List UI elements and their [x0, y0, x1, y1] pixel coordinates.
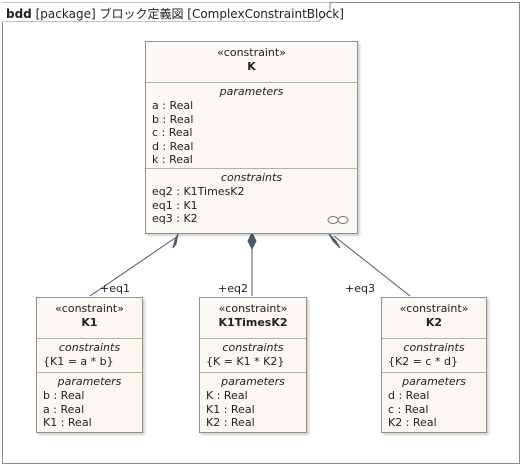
block-name: K1TimesK2 — [218, 316, 288, 329]
compartment-title: constraints — [220, 171, 283, 184]
parameter-item: a : Real — [152, 99, 194, 112]
compartment-title: parameters — [219, 85, 284, 98]
role-eq1: +eq1 — [100, 282, 130, 295]
infinity-icon — [327, 216, 349, 224]
block-name: K1 — [81, 316, 98, 329]
connector-eq1 — [89, 235, 179, 297]
parameter-item: K1 : Real — [43, 416, 92, 429]
role-eq2: +eq2 — [218, 282, 248, 295]
block-header: «constraint» K1TimesK2 — [200, 298, 306, 338]
composition-diamond-eq1 — [172, 233, 179, 249]
block-stereotype: «constraint» — [399, 302, 469, 315]
parameter-item: k : Real — [152, 153, 193, 166]
constraints-compartment: constraints eq2 : K1TimesK2 eq1 : K1 eq3… — [146, 168, 357, 230]
block-header: «constraint» K2 — [382, 298, 486, 338]
compartment-title: parameters — [221, 375, 285, 388]
compartment-title: constraints — [58, 341, 121, 354]
block-k[interactable]: «constraint» K parameters a : Real b : R… — [145, 41, 358, 234]
block-k1timesk2[interactable]: «constraint» K1TimesK2 constraints {K = … — [199, 297, 307, 433]
composition-diamond-eq3 — [328, 233, 341, 249]
frame-label: [package] ブロック定義図 [ComplexConstraintBloc… — [35, 7, 344, 21]
parameter-item: d : Real — [388, 389, 430, 402]
parameter-item: c : Real — [388, 402, 429, 416]
parameters-compartment: parameters a : Real b : Real c : Real d … — [146, 82, 357, 168]
parameter-item: K : Real — [206, 389, 248, 402]
parameter-item: b : Real — [152, 112, 194, 126]
constraint-item: eq3 : K2 — [152, 212, 198, 225]
parameters-compartment: parameters K : Real K1 : Real K2 : Real — [200, 372, 306, 434]
constraint-item: eq2 : K1TimesK2 — [152, 185, 245, 198]
connector-eq3 — [333, 235, 411, 297]
parameters-compartment: parameters b : Real a : Real K1 : Real — [37, 372, 142, 434]
compartment-title: parameters — [57, 375, 122, 388]
block-stereotype: «constraint» — [55, 302, 124, 315]
block-k2[interactable]: «constraint» K2 constraints {K2 = c * d}… — [381, 297, 487, 433]
block-stereotype: «constraint» — [217, 46, 286, 59]
block-k1[interactable]: «constraint» K1 constraints {K1 = a * b}… — [36, 297, 143, 433]
compartment-title: parameters — [402, 375, 466, 388]
frame-kind: bdd — [6, 7, 32, 21]
parameter-item: K2 : Real — [388, 416, 437, 429]
constraint-expression: {K2 = c * d} — [388, 355, 458, 368]
frame-tab — [2, 2, 331, 22]
parameter-item: K1 : Real — [206, 402, 255, 416]
composition-diamond-eq2 — [247, 231, 257, 251]
block-name: K — [247, 60, 256, 73]
constraints-compartment: constraints {K1 = a * b} — [37, 338, 142, 372]
role-eq3: +eq3 — [345, 282, 375, 295]
parameter-item: d : Real — [152, 139, 194, 153]
compartment-title: constraints — [222, 341, 284, 354]
block-header: «constraint» K1 — [37, 298, 142, 338]
constraint-expression: {K1 = a * b} — [43, 355, 114, 368]
compartment-title: constraints — [403, 341, 465, 354]
parameter-item: b : Real — [43, 389, 85, 402]
frame-title: bdd [package] ブロック定義図 [ComplexConstraint… — [6, 5, 344, 22]
block-stereotype: «constraint» — [218, 302, 288, 315]
block-name: K2 — [425, 316, 443, 329]
parameter-item: K2 : Real — [206, 416, 255, 429]
constraints-compartment: constraints {K = K1 * K2} — [200, 338, 306, 372]
block-header: «constraint» K — [146, 42, 357, 82]
parameter-item: a : Real — [43, 402, 85, 416]
constraint-item: eq1 : K1 — [152, 198, 198, 212]
constraint-expression: {K = K1 * K2} — [206, 355, 285, 368]
constraints-compartment: constraints {K2 = c * d} — [382, 338, 486, 372]
parameter-item: c : Real — [152, 126, 193, 139]
parameters-compartment: parameters d : Real c : Real K2 : Real — [382, 372, 486, 434]
